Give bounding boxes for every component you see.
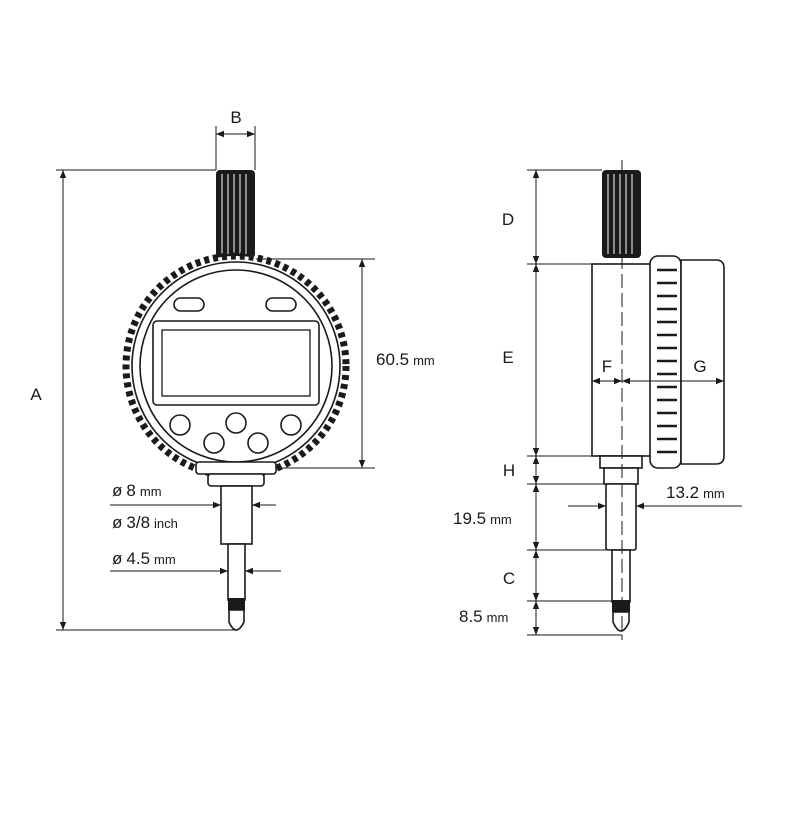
label-g: G	[693, 357, 706, 376]
label-b: B	[230, 108, 241, 127]
button-1	[169, 414, 191, 436]
label-a: A	[30, 385, 42, 404]
side-bezel-ticks	[657, 268, 677, 454]
front-dimensions	[56, 126, 375, 631]
label-c: C	[503, 569, 515, 588]
side-dimensions	[527, 169, 742, 636]
label-e: E	[502, 348, 513, 367]
lcd-screen	[161, 329, 311, 397]
side-rear-cover	[680, 259, 725, 465]
button-2	[225, 412, 247, 434]
front-tip-band	[228, 598, 245, 610]
button-5	[247, 432, 269, 454]
side-tip-band	[612, 600, 630, 612]
side-body	[591, 263, 655, 457]
front-cap-knob	[216, 170, 255, 258]
front-right-slot	[265, 297, 297, 312]
label-h: H	[503, 461, 515, 480]
label-f: F	[602, 357, 612, 376]
front-left-slot	[173, 297, 205, 312]
button-3	[280, 414, 302, 436]
button-4	[203, 432, 225, 454]
front-stem	[195, 461, 277, 631]
side-cap-knob	[602, 170, 641, 258]
label-d: D	[502, 210, 514, 229]
front-view	[122, 170, 350, 631]
side-stem	[599, 455, 643, 632]
side-view	[591, 160, 725, 640]
